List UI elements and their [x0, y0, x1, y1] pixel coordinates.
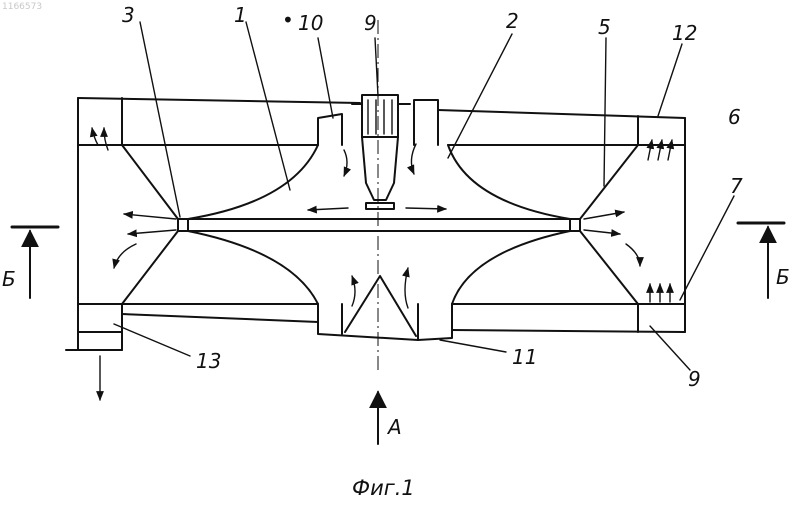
label-12: 12 — [672, 21, 697, 45]
impeller-blades — [188, 145, 570, 304]
view-label-a: А — [386, 415, 402, 439]
outer-housing — [66, 98, 685, 350]
label-6: 6 — [728, 105, 741, 129]
impeller-disc — [178, 219, 580, 231]
flow-arrows — [92, 128, 672, 400]
figure-caption: Фиг.1 — [352, 476, 415, 500]
label-5: 5 — [598, 15, 611, 39]
label-11: 11 — [512, 345, 537, 369]
lower-hub-housing — [318, 276, 452, 340]
label-dot: • — [282, 8, 294, 32]
part-labels: 3 1 • 10 9 2 5 12 6 7 13 11 9 Б Б А — [2, 3, 790, 439]
label-13: 13 — [196, 349, 221, 373]
label-1: 1 — [234, 3, 247, 27]
section-mark-left — [12, 227, 58, 298]
section-label-left: Б — [2, 267, 16, 291]
document-number: 1166573 — [2, 2, 42, 12]
label-3: 3 — [122, 3, 135, 27]
diffuser-walls — [122, 145, 638, 304]
label-7: 7 — [730, 174, 743, 198]
label-9-bottom: 9 — [688, 367, 701, 391]
motor — [352, 95, 410, 209]
label-9-top: 9 — [364, 11, 377, 35]
label-10: 10 — [298, 11, 323, 35]
section-label-right: Б — [776, 265, 790, 289]
label-2: 2 — [506, 9, 519, 33]
